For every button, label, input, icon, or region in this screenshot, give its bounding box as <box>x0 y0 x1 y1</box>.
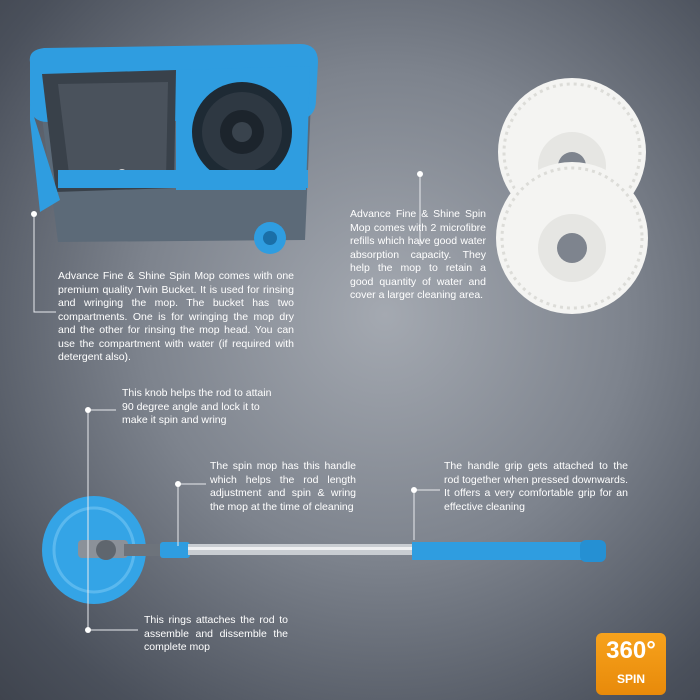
twin-bucket-image <box>29 44 319 254</box>
microfibre-refills-image <box>496 78 648 314</box>
bucket-description: Advance Fine & Shine Spin Mop comes with… <box>58 270 294 363</box>
refills-description: Advance Fine & Shine Spin Mop comes with… <box>350 208 486 301</box>
badge-degrees: 360° <box>606 637 656 664</box>
knob-description: This knob helps the rod to attain 90 deg… <box>122 387 272 426</box>
spin-360-badge: 360° SPIN <box>596 633 666 695</box>
badge-label: SPIN <box>616 672 645 686</box>
callout-dots <box>31 171 423 633</box>
rings-description: This rings attaches the rod to assemble … <box>144 614 288 653</box>
handle-description: The spin mop has this handle which helps… <box>210 460 356 513</box>
grip-description: The handle grip gets attached to the rod… <box>444 460 628 513</box>
spin-mop-image <box>42 496 606 604</box>
